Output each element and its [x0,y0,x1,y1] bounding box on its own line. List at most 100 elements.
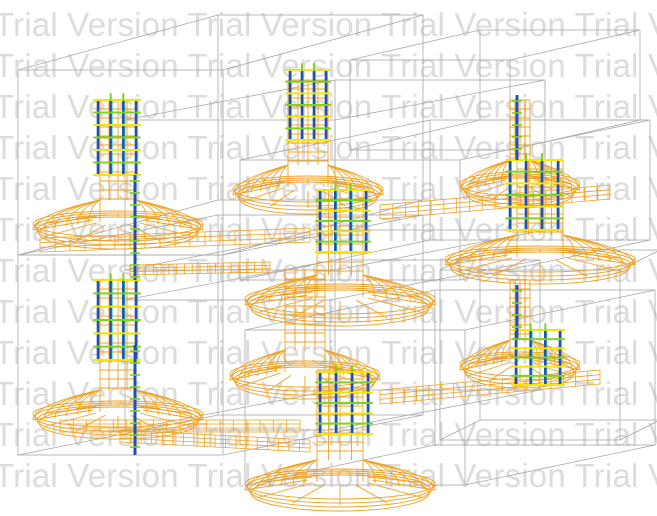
mesh-line [267,374,292,392]
mesh-line [139,222,192,237]
mesh-line [242,187,284,202]
mesh-line [324,349,381,381]
footing-bottom-right-mesh [459,279,581,389]
mesh-line [257,482,313,498]
mesh-line [239,372,281,387]
mesh-line [139,406,192,414]
bounding-box-front [239,159,461,281]
mesh-line [75,214,106,220]
mesh-line [444,254,508,266]
mesh-line [39,232,311,244]
bounding-box-front [124,299,331,431]
mesh-ring [248,472,432,508]
mesh-line [355,484,388,504]
bounding-box-back [334,259,541,391]
mesh-line [489,354,514,361]
mesh-line [457,257,513,272]
mesh-line [529,159,581,191]
mesh-line [467,362,509,377]
mesh-line [367,482,423,498]
mesh-line [32,219,93,231]
mesh-line [459,339,511,371]
mesh-line [356,474,388,478]
mesh-line [44,406,97,414]
mesh-line [379,378,601,400]
mesh-line [562,234,636,266]
mesh-line [531,182,573,197]
bounding-box-back [434,289,656,446]
mesh-line [372,479,436,491]
bounding-box-edges [244,289,656,486]
mesh-line [367,297,423,313]
rebar-cage-icon [505,153,563,232]
footing-top-right-mesh [459,99,581,209]
bounding-box-back [479,249,657,421]
mesh-line [135,199,204,231]
beam-bottom-left [59,419,301,433]
mesh-line [526,184,551,201]
watermark-text: Trial Version Trial Version Trial Versio… [0,6,657,43]
mesh-line [467,176,508,185]
mesh-line [75,404,106,410]
footing-top-center-mesh [232,79,384,215]
mesh-line [327,164,384,196]
mesh-line [139,412,192,427]
mesh-line [567,251,623,259]
beam-top-left [39,227,311,253]
mesh-line [367,291,423,298]
footing-mid-right-mesh [444,159,636,285]
mesh-line [572,254,636,266]
mesh-ring [248,287,432,323]
mesh-line [332,181,374,189]
mesh-line [292,289,324,293]
mesh-line [119,437,311,449]
rebar-cage-icon [315,183,371,254]
mesh-line [32,199,101,231]
mesh-line [270,189,295,207]
mesh-line [129,264,271,269]
rebar-column-icon [130,345,140,455]
rebar-column-icon [130,175,140,280]
mesh-line [457,251,513,259]
mesh-line [229,369,278,381]
mesh-line [567,257,623,272]
mesh-line [459,179,507,191]
footing-bottom-center-upper-mesh [229,269,381,400]
rebar-cage-icon [315,365,373,436]
bounding-box-front [244,329,466,486]
mesh-line [119,433,311,445]
mesh-line [459,359,507,371]
mesh-line [232,164,289,196]
mesh-line [526,174,551,181]
mesh-line [444,234,518,266]
rebar-cage-icon [93,273,141,362]
beam-bottom-center-left [119,429,311,453]
bounding-box-front [439,269,621,441]
rebar-cage-icon [93,93,141,177]
footing-top-left-mesh [32,99,204,250]
bounding-box-back [334,79,546,231]
mesh-line [232,184,281,196]
bounding-boxes [17,14,657,486]
mesh-line [44,216,97,224]
mesh-line [489,364,514,381]
mesh-line [244,479,308,491]
mesh-line [39,236,311,248]
mesh-line [459,159,511,191]
mesh-line [531,362,573,377]
mesh-line [32,409,93,421]
mesh-line [229,349,286,381]
bounding-box-back [217,14,424,201]
mesh-line [270,179,295,185]
mesh-line [257,476,313,483]
rebar-column-icon [512,95,522,160]
footing-bottom-left-mesh [32,279,204,440]
mesh-line [367,476,423,483]
mesh-line [492,249,524,255]
mesh-line [75,224,106,242]
mesh-line [292,474,324,478]
mesh-line [75,414,106,432]
bounding-box-back [479,29,641,121]
